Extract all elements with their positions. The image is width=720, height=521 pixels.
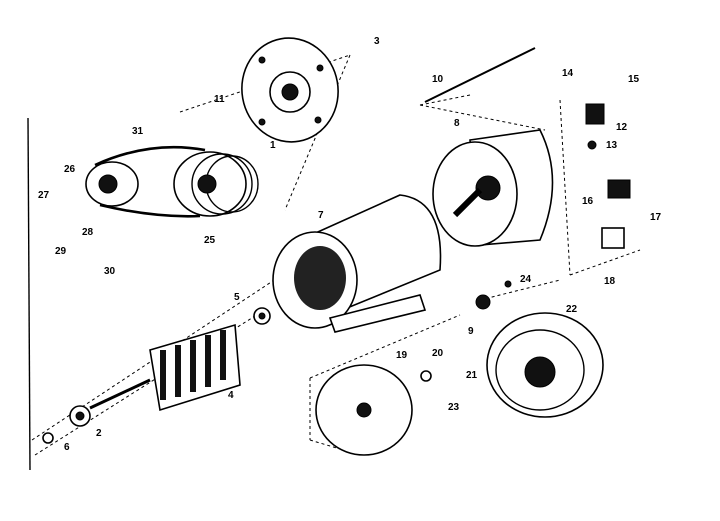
- callout-12: 12: [616, 122, 628, 133]
- callout-21: 21: [466, 370, 478, 381]
- callout-25: 25: [204, 235, 216, 246]
- callout-22: 22: [566, 304, 578, 315]
- callout-24: 24: [520, 274, 532, 285]
- callout-18: 18: [604, 276, 616, 287]
- end-cover: [486, 312, 604, 418]
- guide-line: [479, 279, 561, 301]
- guide-line: [419, 104, 546, 131]
- end-plate: [241, 37, 339, 143]
- callout-4: 4: [228, 390, 234, 401]
- callout-3: 3: [374, 36, 380, 47]
- callout-10: 10: [432, 74, 444, 85]
- callout-16: 16: [582, 196, 594, 207]
- armature: [42, 307, 271, 444]
- callout-15: 15: [628, 74, 640, 85]
- callout-6: 6: [64, 442, 70, 453]
- callout-29: 29: [55, 246, 67, 257]
- callout-30: 30: [104, 266, 116, 277]
- motor-housing: [272, 194, 442, 333]
- frame-line-left: [27, 117, 31, 471]
- callout-28: 28: [82, 227, 94, 238]
- callout-14: 14: [562, 68, 574, 79]
- switch-parts: [585, 103, 631, 249]
- callout-17: 17: [650, 212, 662, 223]
- callout-labels: 1 2 3 4 5 6 7 8 9 10 11 12 13 14 15 16 1…: [38, 36, 662, 453]
- callout-19: 19: [396, 350, 408, 361]
- guide-line: [419, 94, 471, 106]
- callout-2: 2: [96, 428, 102, 439]
- callout-27: 27: [38, 190, 50, 201]
- guide-line: [569, 249, 641, 276]
- callout-8: 8: [454, 118, 460, 129]
- bearing: [475, 294, 491, 310]
- callout-26: 26: [64, 164, 76, 175]
- end-bell: [432, 129, 554, 247]
- rod: [424, 47, 536, 103]
- belt-pulley-assembly: [85, 145, 259, 218]
- callout-23: 23: [448, 402, 460, 413]
- callout-1: 1: [270, 140, 276, 151]
- callout-20: 20: [432, 348, 444, 359]
- fan: [315, 364, 413, 456]
- guide-line: [309, 439, 351, 453]
- callout-5: 5: [234, 292, 240, 303]
- callout-9: 9: [468, 326, 474, 337]
- callout-31: 31: [132, 126, 144, 137]
- guide-line: [559, 99, 571, 276]
- callout-7: 7: [318, 210, 324, 221]
- screw: [504, 280, 512, 288]
- callout-11: 11: [214, 94, 225, 105]
- callout-13: 13: [606, 140, 618, 151]
- washer: [420, 370, 432, 382]
